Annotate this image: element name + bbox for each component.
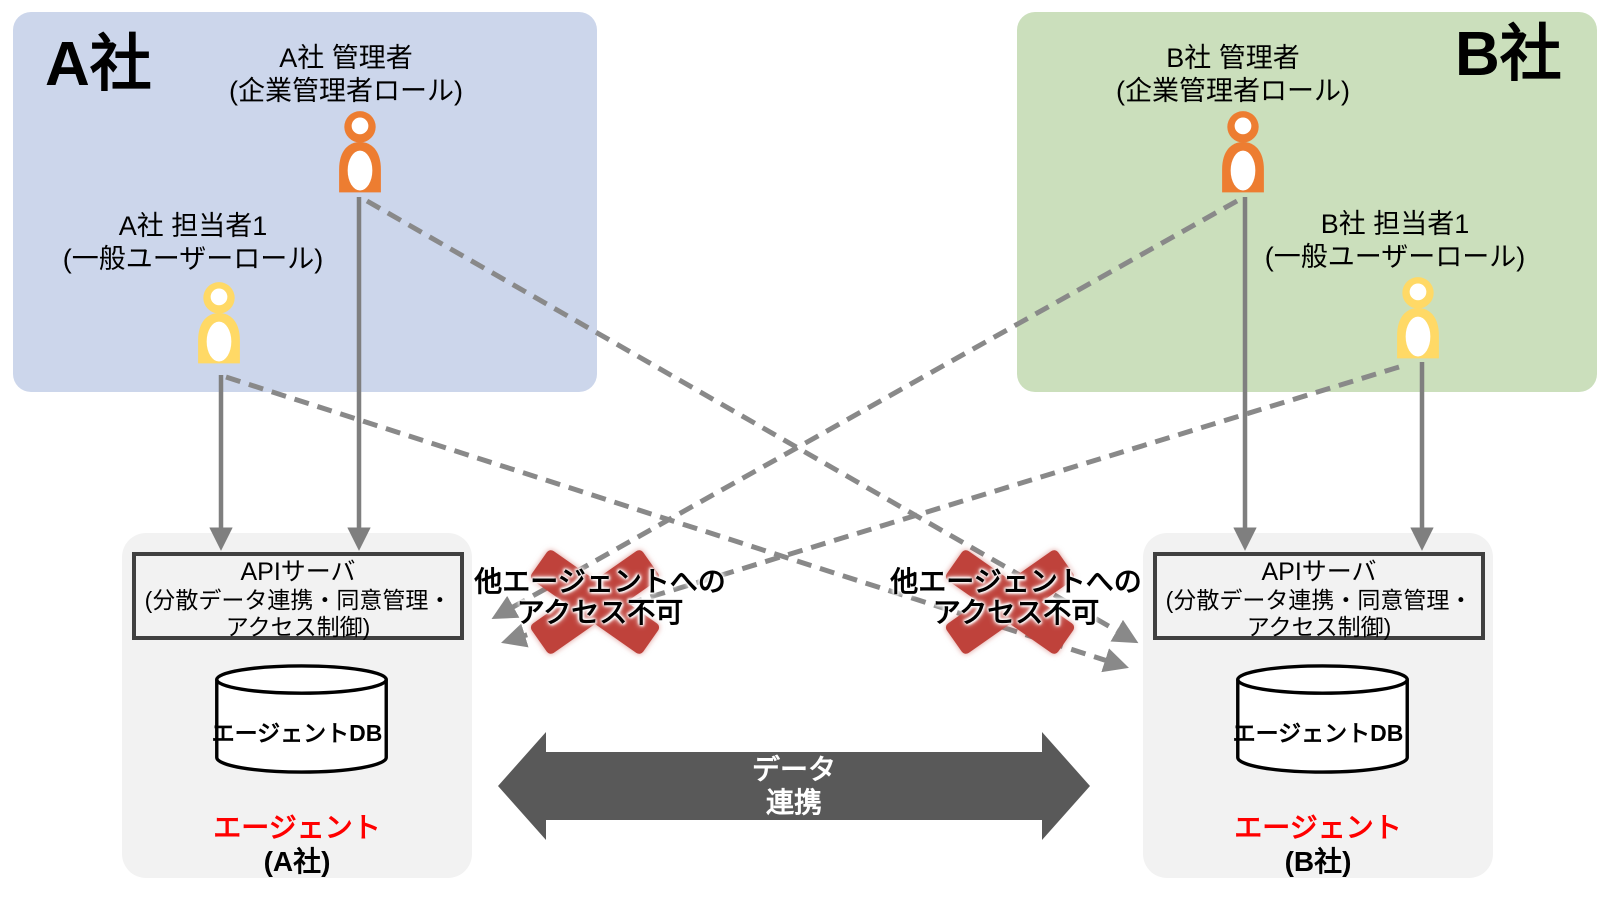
data-link-label: データ 連携 <box>752 753 836 819</box>
label-a-admin: A社 管理者 (企業管理者ロール) <box>229 42 463 108</box>
blocked-label-right: 他エージェントへの アクセス不可 <box>890 566 1141 628</box>
api-title-b: APIサーバ <box>1261 558 1377 586</box>
a-admin-name: A社 管理者 <box>279 43 413 73</box>
b-admin-role: (企業管理者ロール) <box>1116 76 1350 106</box>
a-user-role: (一般ユーザーロール) <box>62 244 324 274</box>
blocked-label-left: 他エージェントへの アクセス不可 <box>474 566 725 628</box>
blocked-left-line2: アクセス不可 <box>516 597 684 628</box>
a-user-name: A社 担当者1 <box>118 211 268 241</box>
b-user-role: (一般ユーザーロール) <box>1264 242 1526 272</box>
a-admin-role: (企業管理者ロール) <box>229 76 463 106</box>
database-cylinder-icon <box>1236 664 1409 774</box>
data-link-line2: 連携 <box>765 787 823 818</box>
admin-person-icon <box>339 111 381 193</box>
api-server-box-b: APIサーバ (分散データ連携・同意管理・ アクセス制御) <box>1153 552 1485 640</box>
api-title-a: APIサーバ <box>240 558 356 586</box>
api-sub1-b: (分散データ連携・同意管理・ <box>1165 587 1473 613</box>
agent-label-a: エージェント <box>213 812 381 843</box>
x-mark-icon <box>530 550 660 654</box>
blocked-left-line1: 他エージェントへの <box>474 566 726 597</box>
user-person-icon <box>1397 277 1439 359</box>
b-admin-name: B社 管理者 <box>1166 43 1300 73</box>
api-sub2-a: アクセス制御) <box>225 614 371 640</box>
database-cylinder-icon <box>215 664 388 774</box>
label-b-user: B社 担当者1 (一般ユーザーロール) <box>1265 208 1525 274</box>
double-arrow-icon <box>498 732 1090 840</box>
db-label-b: エージェントDB <box>1232 720 1404 746</box>
company-title-b: B社 <box>1455 20 1562 89</box>
label-a-user: A社 担当者1 (一般ユーザーロール) <box>63 210 323 276</box>
company-title-a: A社 <box>45 30 152 99</box>
agent-label-b: エージェント <box>1234 812 1402 843</box>
label-b-admin: B社 管理者 (企業管理者ロール) <box>1116 42 1350 108</box>
agent-company-label-a: (A社) <box>263 846 331 877</box>
api-server-box-a: APIサーバ (分散データ連携・同意管理・ アクセス制御) <box>132 552 464 640</box>
blocked-right-line2: アクセス不可 <box>932 597 1100 628</box>
data-link-line1: データ <box>751 754 837 785</box>
api-sub2-b: アクセス制御) <box>1246 614 1392 640</box>
user-person-icon <box>198 282 240 364</box>
b-user-name: B社 担当者1 <box>1320 209 1470 239</box>
api-sub1-a: (分散データ連携・同意管理・ <box>144 587 452 613</box>
admin-person-icon <box>1222 111 1264 193</box>
db-label-a: エージェントDB <box>211 720 383 746</box>
x-mark-icon <box>945 550 1075 654</box>
blocked-right-line1: 他エージェントへの <box>890 566 1142 597</box>
agent-company-label-b: (B社) <box>1284 846 1352 877</box>
